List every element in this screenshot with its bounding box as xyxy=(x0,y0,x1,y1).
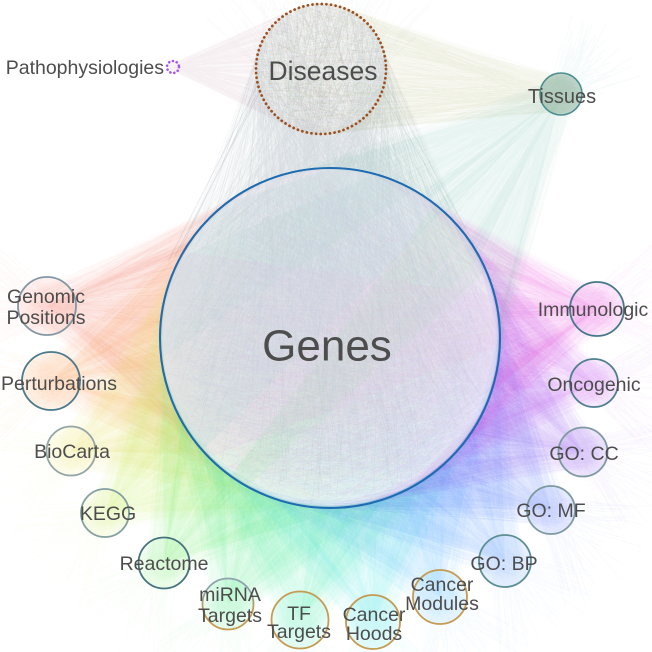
svg-text:KEGG: KEGG xyxy=(80,503,136,525)
svg-text:BioCarta: BioCarta xyxy=(34,441,110,463)
svg-text:Diseases: Diseases xyxy=(269,56,378,86)
svg-text:Targets: Targets xyxy=(198,605,262,627)
svg-text:Cancer: Cancer xyxy=(343,604,406,626)
svg-text:Targets: Targets xyxy=(267,621,331,643)
svg-text:Pathophysiologies: Pathophysiologies xyxy=(6,57,165,79)
svg-text:Reactome: Reactome xyxy=(120,553,209,575)
svg-text:Perturbations: Perturbations xyxy=(1,373,117,395)
svg-text:Positions: Positions xyxy=(6,307,85,329)
svg-text:Genomic: Genomic xyxy=(7,286,85,308)
svg-text:Oncogenic: Oncogenic xyxy=(547,374,640,396)
svg-text:Tissues: Tissues xyxy=(528,86,596,108)
svg-text:miRNA: miRNA xyxy=(199,584,261,606)
svg-text:GO: BP: GO: BP xyxy=(470,553,537,575)
svg-text:Immunologic: Immunologic xyxy=(538,299,649,321)
svg-text:Genes: Genes xyxy=(262,322,392,371)
svg-text:TF: TF xyxy=(287,603,311,625)
svg-text:Hoods: Hoods xyxy=(346,623,403,645)
svg-text:Modules: Modules xyxy=(405,593,479,615)
svg-text:GO: CC: GO: CC xyxy=(549,443,618,465)
svg-text:GO: MF: GO: MF xyxy=(516,500,585,522)
svg-text:Cancer: Cancer xyxy=(411,574,474,596)
